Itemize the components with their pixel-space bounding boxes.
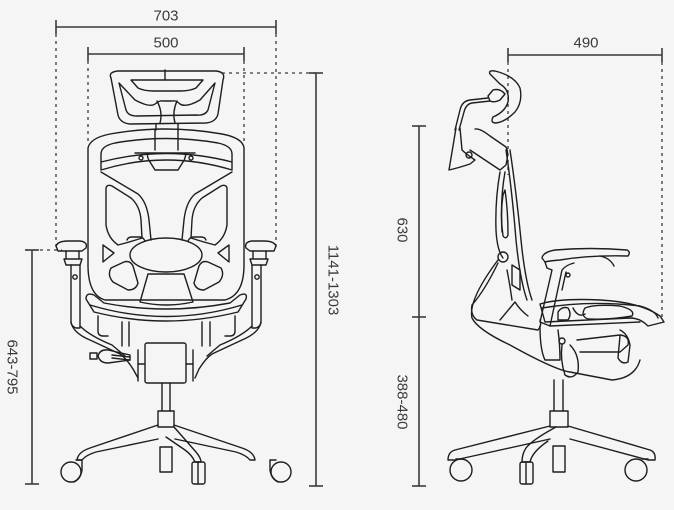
side-seat <box>539 298 665 327</box>
front-armrests <box>55 240 277 379</box>
front-mechanism <box>89 342 194 384</box>
front-view-chair <box>55 69 292 485</box>
back-height-label: 630 <box>393 217 411 243</box>
overall-height-label: 1141-1303 <box>324 244 342 316</box>
overall-width-label: 703 <box>153 7 179 25</box>
armrest-height-label: 643-795 <box>3 339 21 395</box>
side-armrest <box>539 247 630 327</box>
side-view-chair <box>447 70 665 485</box>
side-frame <box>470 259 641 381</box>
front-base <box>60 382 292 485</box>
side-headrest <box>448 70 522 171</box>
depth-label: 490 <box>573 34 599 52</box>
front-headrest <box>109 69 225 131</box>
back-width-label: 500 <box>153 34 179 52</box>
side-dimension-lines <box>412 48 663 487</box>
seat-height-label: 388-480 <box>393 374 411 430</box>
front-dimension-lines <box>25 20 323 487</box>
front-seat <box>85 293 248 347</box>
side-backrest <box>470 149 542 331</box>
front-backrest <box>87 128 245 306</box>
side-base <box>447 379 656 485</box>
